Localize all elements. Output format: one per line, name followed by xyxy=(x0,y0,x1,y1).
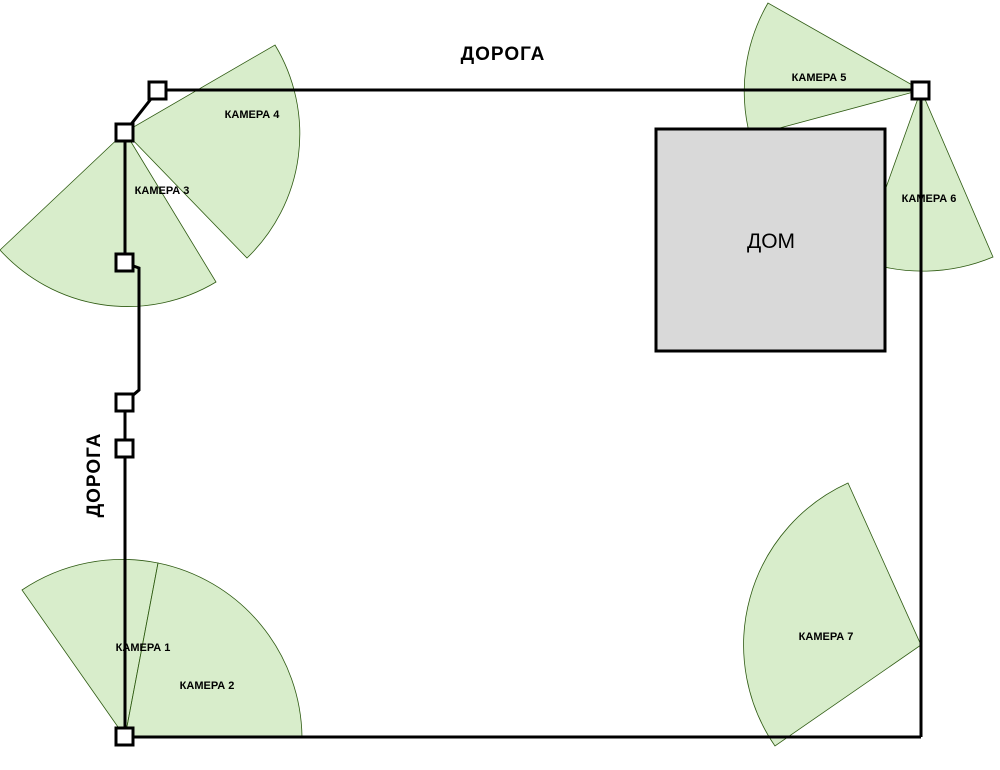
post xyxy=(114,392,135,413)
camera-2-zone xyxy=(124,562,303,738)
road-label-top: ДОРОГА xyxy=(461,44,546,65)
camera-3-4-mount xyxy=(114,122,135,143)
camera-5-label: КАМЕРА 5 xyxy=(792,72,847,84)
house xyxy=(654,127,887,353)
camera-3-zone xyxy=(0,131,217,307)
camera-2-label: КАМЕРА 2 xyxy=(180,680,235,692)
camera-3-label: КАМЕРА 3 xyxy=(135,185,190,197)
post xyxy=(114,252,135,273)
post xyxy=(147,80,168,101)
camera-1-2-mount xyxy=(114,726,135,747)
camera-5-zone xyxy=(743,2,923,137)
camera-6-label: КАМЕРА 6 xyxy=(902,193,957,205)
camera-5-6-mount xyxy=(910,80,931,101)
camera-7-zone xyxy=(743,482,922,747)
camera-4-label: КАМЕРА 4 xyxy=(225,109,281,121)
road-label-left: ДОРОГА xyxy=(84,433,105,518)
camera-7-label: КАМЕРА 7 xyxy=(799,631,854,643)
camera-1-label: КАМЕРА 1 xyxy=(116,642,171,654)
post xyxy=(114,438,135,459)
house-label: ДОМ xyxy=(747,230,795,253)
camera-4-zone xyxy=(124,44,301,259)
boundary-nodes xyxy=(114,80,931,747)
